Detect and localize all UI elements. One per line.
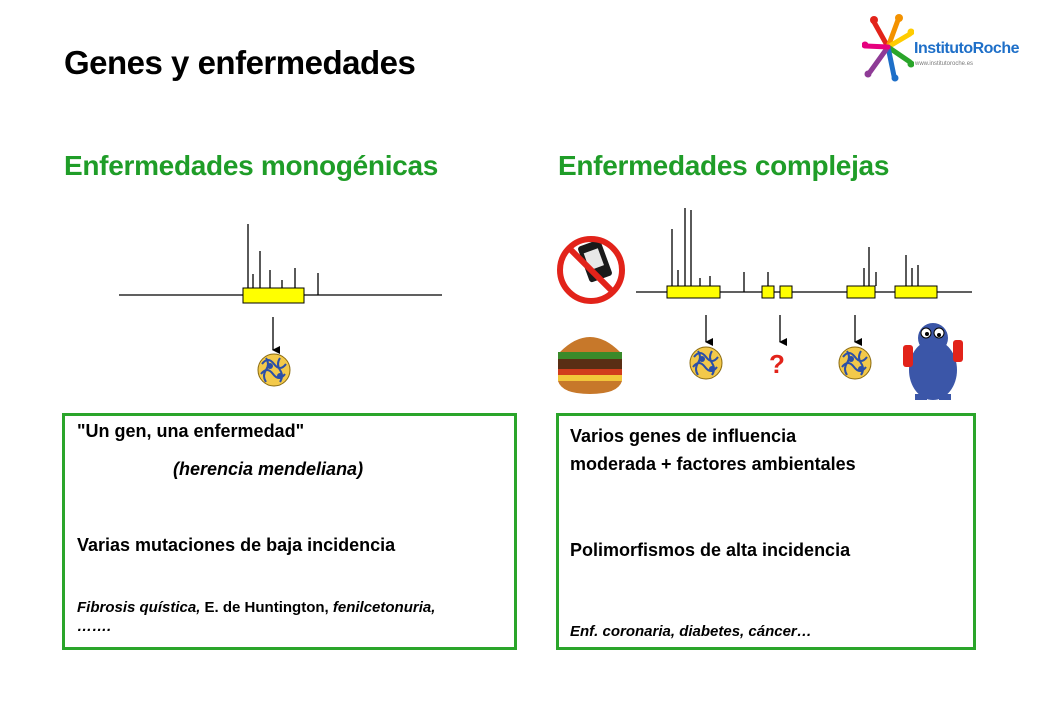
monogenic-quote: "Un gen, una enfermedad" bbox=[77, 421, 305, 441]
complex-box: Varios genes de influencia moderada + fa… bbox=[556, 413, 976, 650]
complex-examples: Enf. coronaria, diabetes, cáncer… bbox=[570, 623, 812, 640]
gene-box bbox=[894, 285, 938, 299]
logo: InstitutoRoche www.institutoroche.es bbox=[862, 12, 1032, 82]
logo-icon bbox=[862, 14, 914, 82]
monogenic-mutations: Varias mutaciones de baja incidencia bbox=[77, 535, 396, 555]
protein-icon bbox=[838, 346, 872, 380]
gene-box bbox=[846, 285, 876, 299]
complex-gene-diagram: ? bbox=[636, 208, 972, 380]
heading-monogenic: Enfermedades monogénicas bbox=[64, 150, 439, 181]
protein-icon bbox=[257, 353, 291, 387]
example-cf: Fibrosis quística, bbox=[77, 599, 201, 616]
example-pku: fenilcetonuria, bbox=[328, 599, 436, 616]
gene-box bbox=[242, 287, 305, 304]
heading-complex: Enfermedades complejas bbox=[558, 150, 890, 181]
page-title: Genes y enfermedades bbox=[64, 44, 416, 81]
gene-box bbox=[779, 285, 793, 299]
logo-brand: InstitutoRoche bbox=[914, 40, 1020, 57]
example-ellipsis: ……. bbox=[77, 617, 112, 635]
logo-url: www.institutoroche.es bbox=[915, 61, 974, 67]
monster-icon bbox=[903, 323, 963, 400]
question-icon: ? bbox=[769, 349, 785, 379]
complex-line-1: Varios genes de influencia bbox=[570, 426, 797, 446]
monogenic-inheritance: (herencia mendeliana) bbox=[173, 459, 364, 479]
no-smoking-icon bbox=[557, 236, 625, 304]
complex-polymorphisms: Polimorfismos de alta incidencia bbox=[570, 540, 851, 560]
hamburger-icon bbox=[558, 337, 622, 394]
complex-line-2: moderada + factores ambientales bbox=[570, 454, 856, 474]
monogenic-gene-diagram bbox=[119, 224, 442, 387]
monogenic-examples: Fibrosis quística, E. de Huntington, fen… bbox=[77, 599, 507, 637]
example-huntington: E. de Huntington, bbox=[200, 599, 329, 616]
monogenic-box: "Un gen, una enfermedad" (herencia mende… bbox=[62, 413, 517, 650]
gene-box bbox=[666, 285, 721, 299]
gene-box bbox=[761, 285, 775, 299]
protein-icon bbox=[689, 346, 723, 380]
